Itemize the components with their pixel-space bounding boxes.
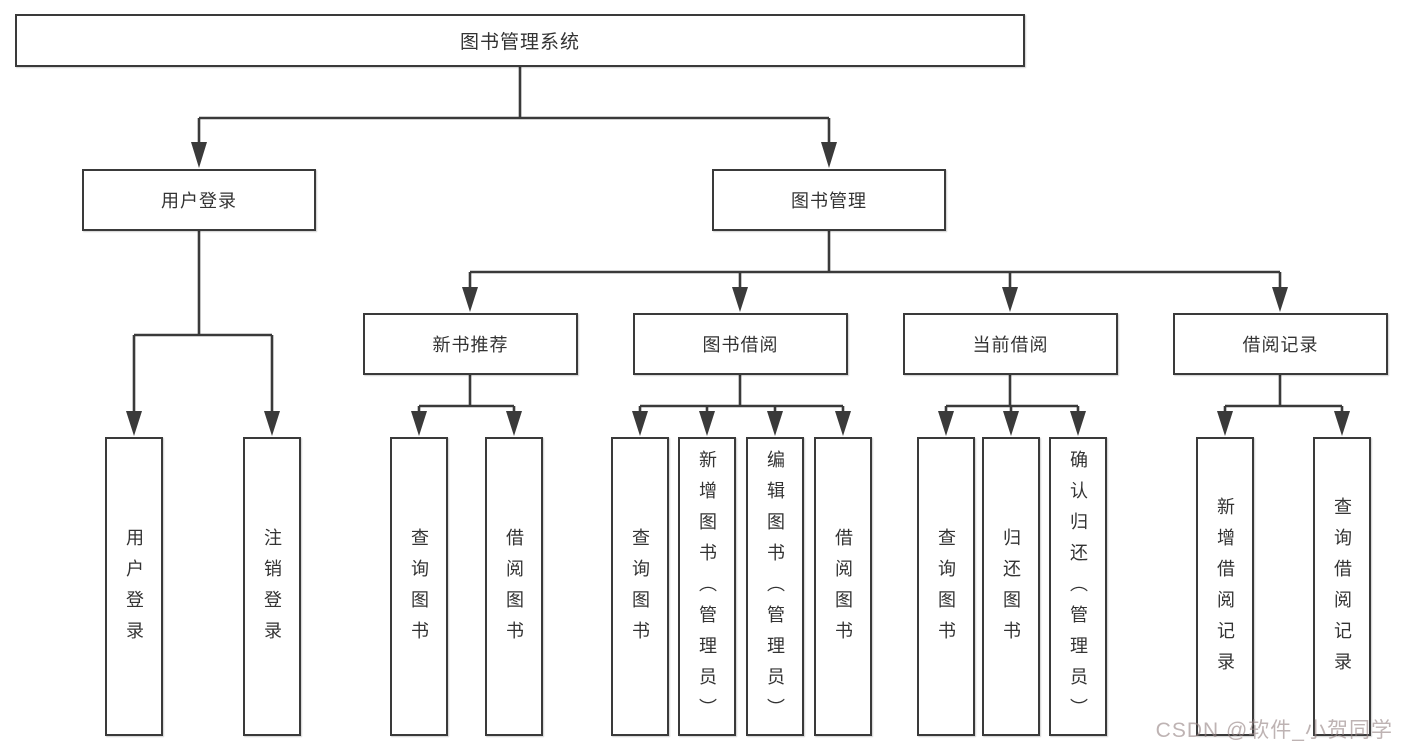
node-root-label: 图书管理系统 [459, 32, 580, 53]
node-root: 图书管理系统 [15, 14, 1025, 67]
node-book-management: 图书管理 [712, 169, 946, 231]
node-user-login: 用户登录 [82, 169, 316, 231]
leaf-current-query: 查询图书 [917, 437, 975, 736]
csdn-watermark: CSDN @软件_小贺同学 [1155, 719, 1393, 742]
node-book-management-label: 图书管理 [791, 191, 867, 211]
leaf-user-login-label: 用户登录 [124, 527, 144, 652]
node-borrow-records-label: 借阅记录 [1242, 335, 1319, 355]
node-current-borrow-label: 当前借阅 [972, 335, 1049, 355]
leaf-newbook-query: 查询图书 [390, 437, 448, 736]
leaf-current-query-label: 查询图书 [936, 527, 956, 652]
leaf-logout-label: 注销登录 [262, 527, 282, 652]
leaf-record-add: 新增借阅记录 [1196, 437, 1254, 736]
leaf-borrow-edit-admin: 编辑图书（管理员） [746, 437, 804, 736]
node-borrow-records: 借阅记录 [1173, 313, 1388, 375]
leaf-logout: 注销登录 [243, 437, 301, 736]
tree-edges [132, 67, 1344, 414]
leaf-borrow-query-label: 查询图书 [630, 527, 650, 652]
leaf-record-add-label: 新增借阅记录 [1215, 496, 1235, 683]
node-new-book-recommend: 新书推荐 [363, 313, 578, 375]
leaf-current-confirm-admin: 确认归还（管理员） [1049, 437, 1107, 736]
node-book-borrow: 图书借阅 [633, 313, 848, 375]
leaf-user-login: 用户登录 [105, 437, 163, 736]
node-user-login-label: 用户登录 [161, 191, 237, 211]
leaf-newbook-borrow: 借阅图书 [485, 437, 543, 736]
leaf-borrow-add-admin-label: 新增图书（管理员） [697, 450, 717, 729]
leaf-current-return-label: 归还图书 [1001, 527, 1021, 652]
leaf-borrow-edit-admin-label: 编辑图书（管理员） [765, 450, 785, 729]
arrowheads [126, 142, 1350, 436]
leaf-borrow-book: 借阅图书 [814, 437, 872, 736]
leaf-current-confirm-admin-label: 确认归还（管理员） [1068, 450, 1088, 729]
leaf-newbook-query-label: 查询图书 [409, 527, 429, 652]
leaf-borrow-add-admin: 新增图书（管理员） [678, 437, 736, 736]
leaf-borrow-query: 查询图书 [611, 437, 669, 736]
node-current-borrow: 当前借阅 [903, 313, 1118, 375]
leaf-record-query-label: 查询借阅记录 [1332, 496, 1352, 683]
leaf-current-return: 归还图书 [982, 437, 1040, 736]
leaf-borrow-book-label: 借阅图书 [833, 527, 853, 652]
leaf-record-query: 查询借阅记录 [1313, 437, 1371, 736]
node-new-book-recommend-label: 新书推荐 [432, 335, 509, 355]
node-book-borrow-label: 图书借阅 [702, 335, 779, 355]
leaf-newbook-borrow-label: 借阅图书 [504, 527, 524, 652]
